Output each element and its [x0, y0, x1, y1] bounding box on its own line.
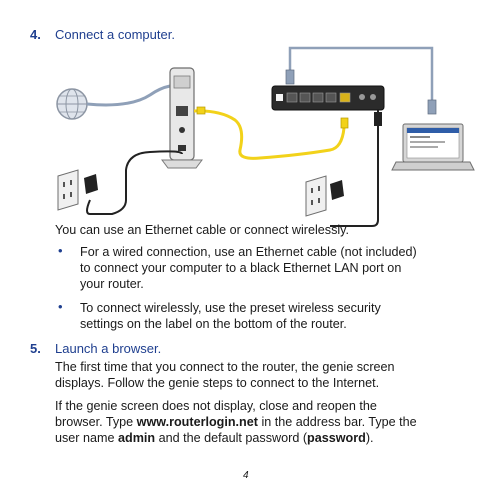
step-5-title: Launch a browser. [55, 341, 162, 356]
router-login-url: www.routerlogin.net [136, 415, 258, 429]
step-4-title: Connect a computer. [55, 27, 175, 42]
default-password: password [307, 431, 366, 445]
step-5-para-2-line-1: If the genie screen does not display, cl… [55, 399, 377, 413]
router-power-cable [330, 110, 379, 227]
modem-power-cable [86, 150, 183, 215]
bullet-wired-line-2: to connect your computer to a black Ethe… [80, 261, 402, 275]
modem-icon [161, 67, 203, 169]
bullet-wireless-line-1: To connect wirelessly, use the preset wi… [80, 301, 381, 315]
step-5-number: 5. [30, 341, 41, 356]
text-fragment: browser. Type [55, 415, 137, 429]
internet-globe-icon [56, 88, 88, 120]
bullet-wired-line-1: For a wired connection, use an Ethernet … [80, 245, 417, 259]
ethernet-cable-router-laptop [288, 46, 434, 100]
intro-text: You can use an Ethernet cable or connect… [55, 223, 350, 237]
text-fragment: in the address bar. Type the [257, 415, 417, 429]
ethernet-cable-modem-router [193, 109, 346, 160]
wall-outlet-left-icon [57, 169, 98, 211]
bullet-wireless-line-2: settings on the label on the bottom of t… [80, 317, 347, 331]
page-number: 4 [243, 470, 249, 481]
step-4-number: 4. [30, 27, 41, 42]
default-username: admin [118, 431, 156, 445]
bullet-marker: • [58, 299, 63, 314]
text-fragment: user name [55, 431, 118, 445]
wall-outlet-right-icon [305, 175, 344, 217]
bullet-marker: • [58, 243, 63, 258]
text-fragment: and the default password ( [155, 431, 308, 445]
internet-cable [86, 84, 171, 107]
step-5-para-2-line-2: browser. Type www.routerlogin.net in the… [55, 414, 417, 431]
step-5-para-1-line-2: displays. Follow the genie steps to conn… [55, 376, 380, 390]
step-5-para-2-line-3: user name admin and the default password… [55, 430, 374, 447]
laptop-icon [391, 123, 475, 171]
step-5-para-1-line-1: The first time that you connect to the r… [55, 360, 395, 374]
text-fragment: ). [365, 431, 374, 445]
bullet-wired-line-3: your router. [80, 277, 144, 291]
router-icon [271, 85, 385, 111]
